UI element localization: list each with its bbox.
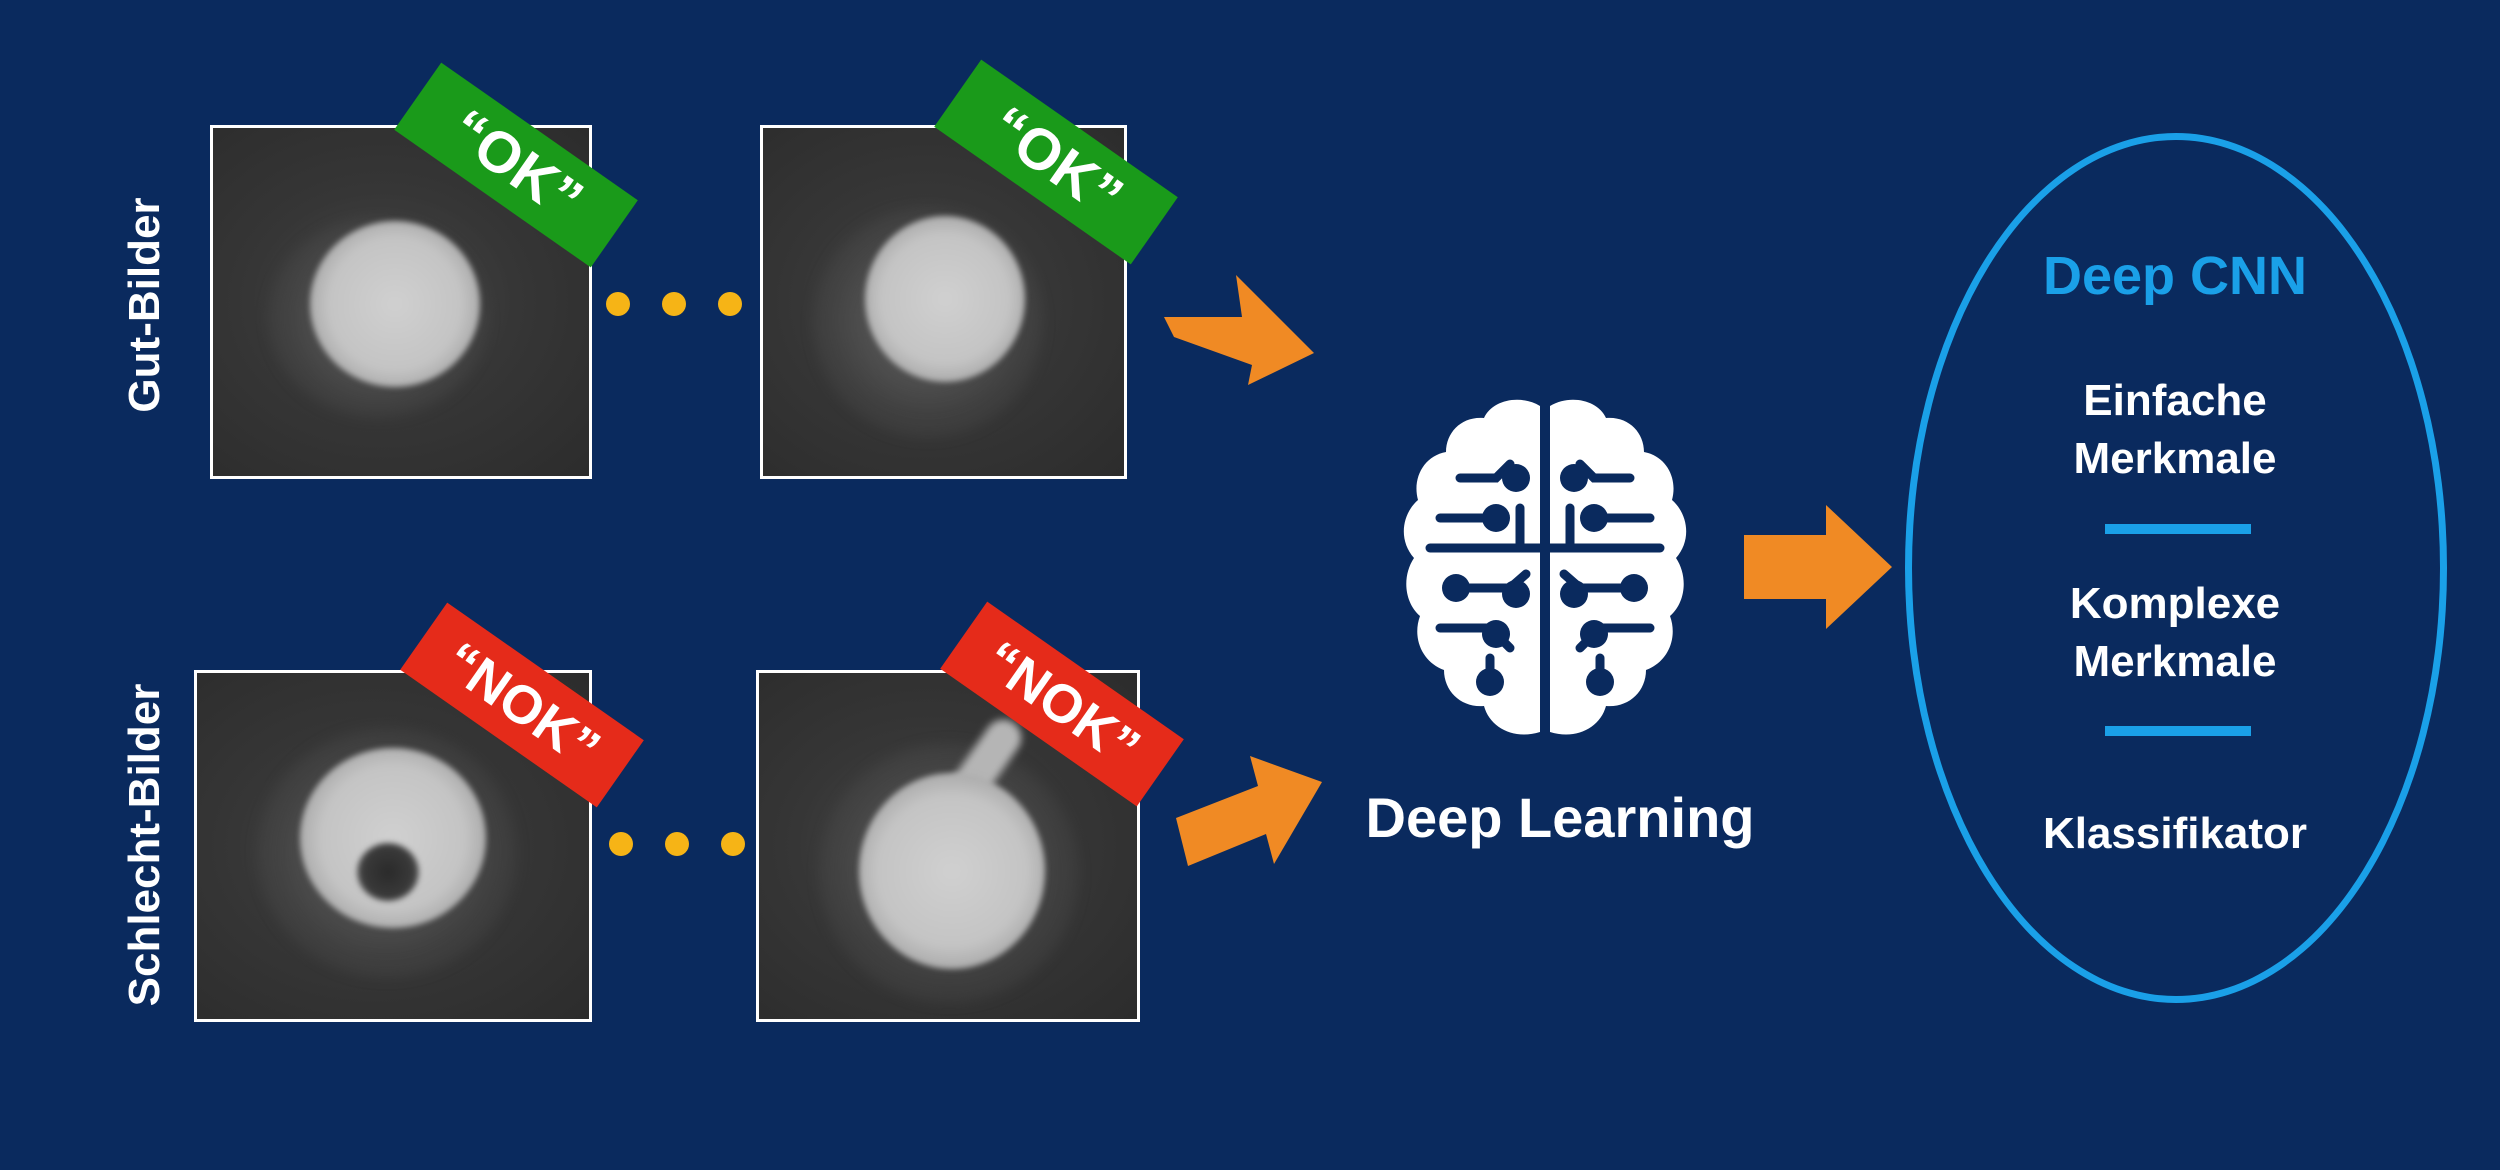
bad-image-2 <box>756 670 1140 1022</box>
cnn-ellipse <box>1905 133 2447 1003</box>
cnn-layer-line: Merkmale <box>2073 637 2277 686</box>
cnn-layer-line: Komplexe <box>2069 579 2281 628</box>
row-label-bad: Schlecht-Bilder <box>120 683 169 1007</box>
deep-learning-label: Deep Learning <box>1365 786 1755 849</box>
dot <box>718 292 742 316</box>
dot <box>721 832 745 856</box>
dot <box>665 832 689 856</box>
dot <box>662 292 686 316</box>
brain-circuit-icon <box>1403 399 1687 738</box>
cnn-layer-line: Merkmale <box>2073 434 2277 483</box>
dot <box>609 832 633 856</box>
arrow-good-to-dl <box>1164 275 1314 385</box>
cnn-title: Deep CNN <box>2042 246 2308 306</box>
row-label-good: Gut-Bilder <box>120 197 169 413</box>
cnn-separator <box>2105 726 2251 736</box>
dot <box>606 292 630 316</box>
ellipsis-dots-good <box>606 292 746 316</box>
arrow-dl-to-cnn <box>1744 505 1892 629</box>
cnn-layer-complex-features: Komplexe Merkmale <box>1990 575 2360 691</box>
ellipsis-dots-bad <box>609 832 749 856</box>
cnn-separator <box>2105 524 2251 534</box>
cnn-layer-simple-features: Einfache Merkmale <box>1990 372 2360 488</box>
cnn-layer-line: Einfache <box>2083 376 2267 425</box>
cnn-layer-classifier: Klassifikator <box>2042 809 2308 858</box>
arrow-bad-to-dl <box>1176 756 1322 866</box>
